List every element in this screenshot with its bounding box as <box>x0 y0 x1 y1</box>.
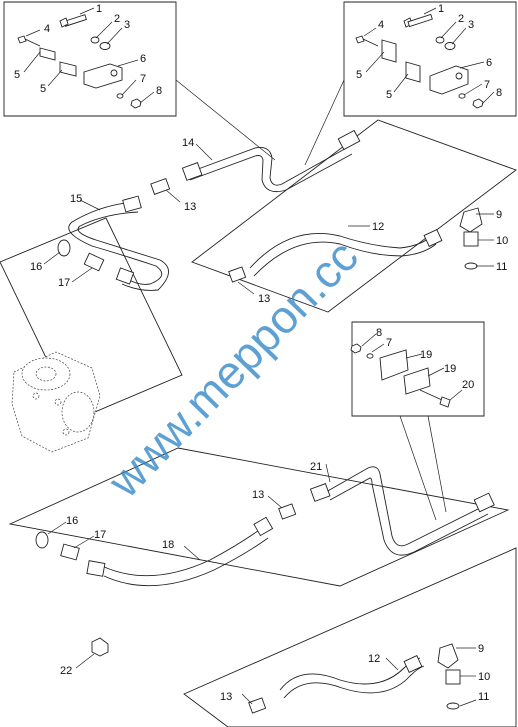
pipe-part-14 <box>181 129 361 193</box>
bracket-part-6 <box>83 63 123 89</box>
label-10-upper: 10 <box>496 235 508 247</box>
washer-part-2-right <box>435 36 445 44</box>
washer-part-3 <box>99 42 111 50</box>
label-6: 6 <box>140 53 146 65</box>
label-4-right: 4 <box>378 19 384 31</box>
label-9-upper: 9 <box>496 209 502 221</box>
label-5: 5 <box>14 69 20 81</box>
seal-part-16-lower <box>35 531 49 549</box>
label-8: 8 <box>156 85 162 97</box>
hose-part-18 <box>86 516 274 587</box>
fitting-part-13-lower <box>278 503 297 520</box>
bolt-part-4 <box>17 35 41 47</box>
label-17-lower: 17 <box>94 529 106 541</box>
clamp-part-5a-right <box>381 39 397 63</box>
detail-box-top-left <box>3 1 177 117</box>
bolt-part-1 <box>59 14 87 28</box>
label-13-bottom: 13 <box>220 691 232 703</box>
label-1-right: 1 <box>438 3 444 15</box>
label-1: 1 <box>96 3 102 15</box>
label-17-upper: 17 <box>58 277 70 289</box>
label-13-upper: 13 <box>184 201 196 213</box>
nut-part-8-mid <box>350 343 362 354</box>
lower-plate-left <box>8 447 510 587</box>
label-11-upper: 11 <box>496 261 507 273</box>
clamp-part-5a <box>39 47 56 61</box>
clamp-part-5b-right <box>405 61 421 83</box>
part-labels: 1 2 3 4 5 5 6 7 8 1 2 3 4 5 5 6 7 8 14 1… <box>14 3 508 703</box>
label-7-mid: 7 <box>386 337 392 349</box>
washer-part-7 <box>116 93 124 99</box>
clamp-part-5b <box>59 61 77 77</box>
label-3: 3 <box>124 19 130 31</box>
fitting-part-17-upper <box>83 252 105 272</box>
nut-part-8-right <box>472 98 484 109</box>
label-5b: 5 <box>40 83 46 95</box>
label-2: 2 <box>114 13 120 25</box>
label-12-lower: 12 <box>368 653 380 665</box>
label-6-right: 6 <box>486 57 492 69</box>
seal-part-11-lower <box>446 702 460 710</box>
clamp-part-19b <box>403 367 431 395</box>
label-22: 22 <box>60 665 72 677</box>
washer-part-7-right <box>458 93 466 99</box>
label-8-right: 8 <box>496 87 502 99</box>
label-7-right: 7 <box>484 79 490 91</box>
adapter-part-10-lower <box>445 669 461 685</box>
label-20: 20 <box>462 379 474 391</box>
fitting-part-13-bottom <box>248 697 267 714</box>
steering-unit <box>11 351 101 453</box>
label-9-lower: 9 <box>478 643 484 655</box>
label-11-lower: 11 <box>478 691 489 703</box>
hose-part-15 <box>68 195 169 291</box>
nut-part-22 <box>91 637 109 657</box>
elbow-part-9-upper <box>459 207 483 233</box>
hose-part-12-lower <box>279 655 425 699</box>
label-4: 4 <box>44 23 50 35</box>
upper-plate-right <box>191 119 517 313</box>
fitting-part-17-lower <box>60 543 80 561</box>
hose-part-12-upper <box>249 229 443 277</box>
detail-box-middle-right <box>350 321 485 417</box>
label-14: 14 <box>182 137 194 149</box>
label-12-upper: 12 <box>372 221 384 233</box>
fitting-part-13-upper <box>150 177 181 203</box>
label-16-upper: 16 <box>30 261 42 273</box>
bolt-part-1-right <box>403 13 433 28</box>
elbow-part-9-lower <box>437 643 459 669</box>
label-13-mid: 13 <box>258 293 270 305</box>
bolt-part-20 <box>419 389 451 408</box>
seal-part-11-upper <box>464 262 478 270</box>
lower-plate-bottom <box>183 547 517 727</box>
label-16-lower: 16 <box>66 515 78 527</box>
label-5b-right: 5 <box>386 89 392 101</box>
label-15: 15 <box>70 193 82 205</box>
detail-box-top-right <box>343 1 517 117</box>
washer-part-3-right <box>444 42 456 50</box>
washer-part-2 <box>90 36 100 44</box>
label-21: 21 <box>310 461 322 473</box>
seal-part-16-upper <box>57 239 71 257</box>
label-19b: 19 <box>444 363 456 375</box>
label-7: 7 <box>140 73 146 85</box>
clamp-part-19a <box>379 349 409 381</box>
label-5-right: 5 <box>356 69 362 81</box>
label-19a: 19 <box>420 349 432 361</box>
label-3-right: 3 <box>468 19 474 31</box>
fitting-part-13-mid <box>228 266 255 295</box>
label-10-lower: 10 <box>478 671 490 683</box>
pipe-part-21 <box>309 466 495 556</box>
adapter-part-10-upper <box>463 231 479 247</box>
label-2-right: 2 <box>458 13 464 25</box>
label-18: 18 <box>162 539 174 551</box>
label-8-mid: 8 <box>376 327 382 339</box>
label-13-lower: 13 <box>252 489 264 501</box>
bracket-part-6-right <box>429 65 469 95</box>
nut-part-8 <box>130 98 142 109</box>
bolt-part-4-right <box>355 35 379 47</box>
washer-part-7-mid <box>366 353 374 359</box>
